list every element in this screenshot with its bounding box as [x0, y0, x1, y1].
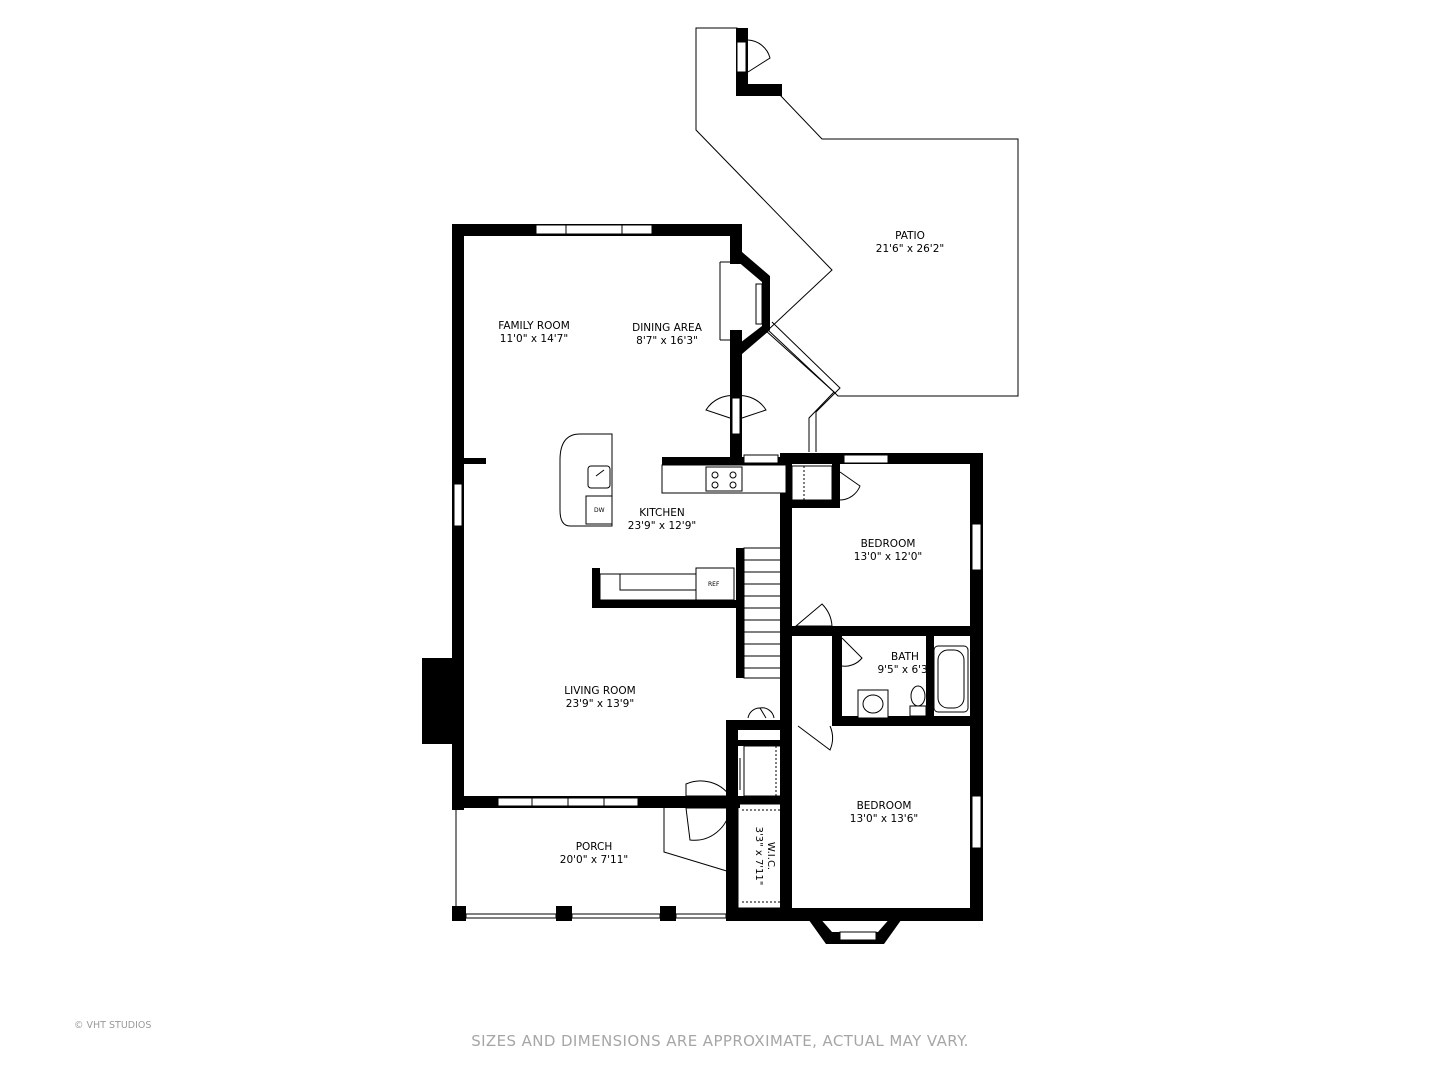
kitchen-island — [559, 433, 613, 527]
bedroom-bay-window — [806, 916, 904, 944]
stairs — [743, 547, 791, 679]
patio-name: PATIO — [895, 230, 925, 242]
kitchen-name: KITCHEN — [639, 507, 685, 519]
bedroom-1-dims: 13'0" x 12'0" — [853, 551, 923, 563]
dining-bay-window — [719, 252, 770, 354]
bath-fixtures — [857, 645, 969, 719]
porch-dims: 20'0" x 7'11" — [559, 854, 629, 866]
wic-dims: 3'3" x 7'11" — [753, 826, 764, 886]
windows — [453, 224, 982, 919]
fireplace — [422, 658, 464, 744]
kitchen-counter-bottom — [599, 567, 735, 601]
porch-name: PORCH — [575, 841, 613, 853]
kitchen-label: KITCHEN 23'9" x 12'9" — [628, 507, 696, 533]
wic-label: W.I.C. 3'3" x 7'11" — [752, 816, 776, 896]
family-room-label: FAMILY ROOM 11'0" x 14'7" — [498, 320, 570, 346]
bath-name: BATH — [891, 651, 919, 663]
closets — [737, 465, 833, 909]
bedroom-2-label: BEDROOM 13'0" x 13'6" — [850, 800, 918, 826]
wic-name: W.I.C. — [765, 841, 776, 871]
patio-label: PATIO 21'6" x 26'2" — [876, 230, 944, 256]
living-room-dims: 23'9" x 13'9" — [565, 698, 635, 710]
bath-label: BATH 9'5" x 6'3" — [877, 651, 932, 677]
doors — [663, 395, 863, 873]
kitchen-counter-top — [661, 464, 787, 494]
living-room-label: LIVING ROOM 23'9" x 13'9" — [564, 685, 635, 711]
bath-dims: 9'5" x 6'3" — [877, 664, 933, 676]
family-room-dims: 11'0" x 14'7" — [499, 333, 569, 345]
bedroom-2-name: BEDROOM — [856, 800, 912, 812]
refrigerator-label: REF — [708, 581, 720, 588]
bedroom-1-name: BEDROOM — [860, 538, 916, 550]
interior-walls — [462, 458, 983, 804]
bedroom-1-label: BEDROOM 13'0" x 12'0" — [854, 538, 922, 564]
dining-area-dims: 8'7" x 16'3" — [636, 335, 698, 347]
patio-corner-walls — [736, 28, 782, 96]
porch-label: PORCH 20'0" x 7'11" — [560, 841, 628, 867]
family-room-name: FAMILY ROOM — [498, 320, 570, 332]
disclaimer-text: SIZES AND DIMENSIONS ARE APPROXIMATE, AC… — [471, 1032, 969, 1050]
living-room-name: LIVING ROOM — [564, 685, 636, 697]
dining-area-label: DINING AREA 8'7" x 16'3" — [632, 322, 702, 348]
dining-area-name: DINING AREA — [632, 322, 702, 334]
bedroom-2-dims: 13'0" x 13'6" — [849, 813, 919, 825]
patio-dims: 21'6" x 26'2" — [875, 243, 945, 255]
kitchen-dims: 23'9" x 12'9" — [627, 520, 697, 532]
copyright-notice: © VHT STUDIOS — [74, 1020, 152, 1031]
dishwasher-label: DW — [594, 507, 605, 514]
